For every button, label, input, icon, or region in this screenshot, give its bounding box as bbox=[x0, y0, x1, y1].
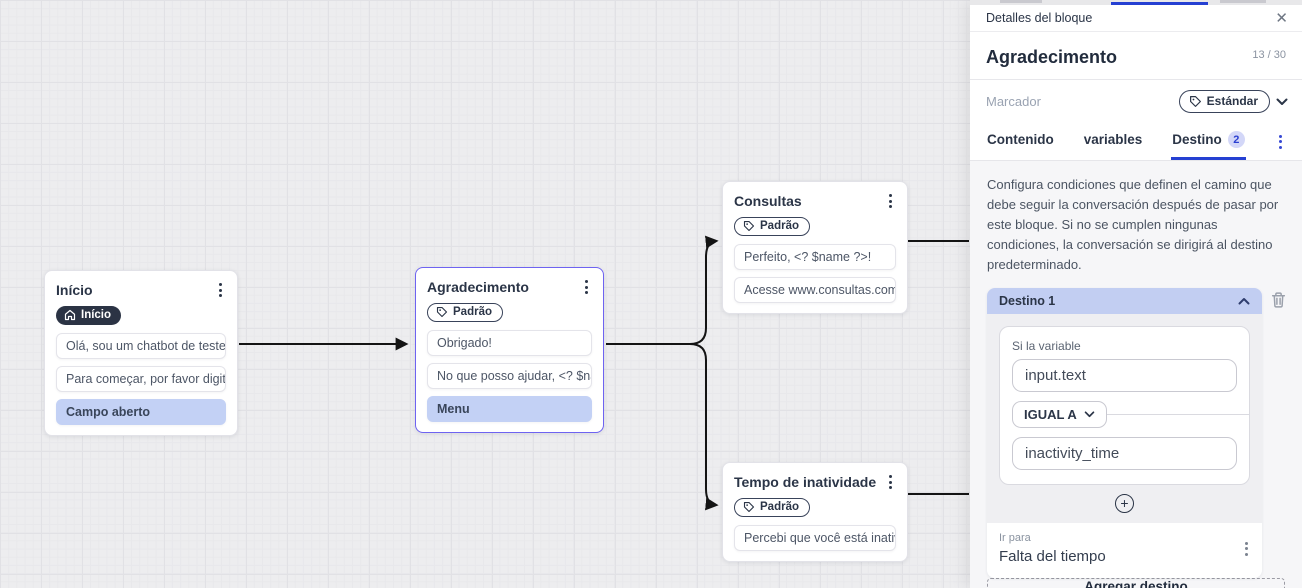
tabs-overflow-menu-icon[interactable] bbox=[1275, 133, 1286, 151]
badge-label: Padrão bbox=[453, 306, 492, 318]
goto-row[interactable]: Ir para Falta del tiempo bbox=[987, 523, 1262, 578]
destination-title: Destino 1 bbox=[999, 294, 1056, 308]
goto-label: Ir para bbox=[999, 532, 1031, 544]
node-menu-icon[interactable] bbox=[885, 473, 896, 491]
goto-menu-icon[interactable] bbox=[1241, 540, 1252, 558]
operator-value: IGUAL A bbox=[1024, 407, 1077, 422]
message-chip[interactable]: Olá, sou um chatbot de teste! bbox=[56, 333, 226, 359]
node-header: Agradecimento bbox=[427, 278, 592, 296]
message-chip[interactable]: Percebi que você está inativo. C... bbox=[734, 525, 896, 551]
delete-destination-icon[interactable] bbox=[1270, 291, 1287, 314]
tab-destino[interactable]: Destino 2 bbox=[1171, 123, 1246, 160]
edge-agradecimento-tempo bbox=[606, 343, 719, 511]
chevron-up-icon[interactable] bbox=[1238, 297, 1250, 305]
node-header: Início bbox=[56, 281, 226, 299]
node-tempo-inatividade[interactable]: Tempo de inatividade Padrão Percebi que … bbox=[722, 462, 908, 562]
operator-select[interactable]: IGUAL A bbox=[1012, 401, 1107, 428]
panel-header: Detalles del bloque ✕ bbox=[970, 5, 1302, 32]
chevron-down-icon bbox=[1084, 411, 1095, 418]
node-title: Agradecimento bbox=[427, 279, 529, 295]
node-menu-icon[interactable] bbox=[215, 281, 226, 299]
destination-card-body: Si la variable IGUAL A bbox=[987, 314, 1262, 523]
destination-card: Destino 1 Si la variable IGUAL A bbox=[987, 288, 1262, 578]
edge-agradecimento-consultas bbox=[606, 235, 719, 345]
chevron-down-icon[interactable] bbox=[1276, 98, 1288, 106]
node-title: Tempo de inatividade bbox=[734, 474, 877, 490]
operator-row: IGUAL A bbox=[1012, 401, 1249, 428]
node-menu-icon[interactable] bbox=[581, 278, 592, 296]
marcador-value: Estándar bbox=[1206, 94, 1258, 108]
tab-label: Destino bbox=[1172, 132, 1222, 147]
padrao-badge: Padrão bbox=[734, 498, 810, 517]
node-inicio[interactable]: Início Início Olá, sou um chatbot de tes… bbox=[44, 270, 238, 436]
home-icon bbox=[64, 309, 76, 321]
destination-description: Configura condiciones que definen el cam… bbox=[987, 177, 1279, 272]
message-chip[interactable]: Perfeito, <? $name ?>! bbox=[734, 244, 896, 270]
node-consultas[interactable]: Consultas Padrão Perfeito, <? $name ?>! … bbox=[722, 181, 908, 314]
tag-icon bbox=[743, 501, 755, 513]
close-icon[interactable]: ✕ bbox=[1275, 9, 1288, 27]
marcador-label: Marcador bbox=[986, 94, 1041, 109]
cropped-tabbar bbox=[970, 0, 1302, 5]
node-title: Início bbox=[56, 282, 93, 298]
add-destination-button[interactable]: Agregar destino bbox=[987, 578, 1285, 588]
badge-label: Início bbox=[81, 309, 112, 321]
cropped-active-tab-underline bbox=[1111, 2, 1208, 5]
action-chip[interactable]: Menu bbox=[427, 396, 592, 422]
badge-label: Padrão bbox=[760, 501, 799, 513]
message-chip[interactable]: Obrigado! bbox=[427, 330, 592, 356]
block-name: Agradecimento bbox=[986, 47, 1118, 67]
padrao-badge: Padrão bbox=[427, 303, 503, 322]
divider bbox=[1106, 414, 1249, 415]
condition-label: Si la variable bbox=[1012, 339, 1081, 353]
message-chip[interactable]: Acesse www.consultas.com par... bbox=[734, 277, 896, 303]
tab-variables[interactable]: variables bbox=[1083, 132, 1143, 147]
badge-label: Padrão bbox=[760, 220, 799, 232]
tag-icon bbox=[1189, 95, 1201, 107]
home-badge: Início bbox=[56, 306, 122, 325]
message-chip[interactable]: Para começar, por favor digite o ... bbox=[56, 366, 226, 392]
destination-count-badge: 2 bbox=[1227, 131, 1245, 148]
node-title: Consultas bbox=[734, 193, 802, 209]
node-header: Consultas bbox=[734, 192, 896, 210]
condition-card: Si la variable IGUAL A bbox=[999, 326, 1250, 485]
block-title-row: Agradecimento 13 / 30 bbox=[970, 32, 1302, 80]
node-menu-icon[interactable] bbox=[885, 192, 896, 210]
destino-tab-content: Configura condiciones que definen el cam… bbox=[970, 161, 1302, 588]
message-chip[interactable]: No que posso ajudar, <? $name ... bbox=[427, 363, 592, 389]
destination-section: Destino 1 Si la variable IGUAL A bbox=[987, 288, 1287, 578]
tag-icon bbox=[743, 220, 755, 232]
variable-input[interactable] bbox=[1012, 359, 1237, 392]
marcador-select[interactable]: Estándar bbox=[1178, 90, 1270, 113]
node-header: Tempo de inatividade bbox=[734, 473, 896, 491]
node-agradecimento[interactable]: Agradecimento Padrão Obrigado! No que po… bbox=[415, 267, 604, 433]
action-chip[interactable]: Campo aberto bbox=[56, 399, 226, 425]
panel-tabs: Contenido variables Destino 2 bbox=[970, 121, 1302, 161]
padrao-badge: Padrão bbox=[734, 217, 810, 236]
compare-value-input[interactable] bbox=[1012, 437, 1237, 470]
add-condition-row: + bbox=[999, 485, 1250, 523]
tag-icon bbox=[436, 306, 448, 318]
tab-contenido[interactable]: Contenido bbox=[987, 132, 1054, 147]
goto-value: Falta del tiempo bbox=[999, 548, 1106, 565]
char-counter: 13 / 30 bbox=[1252, 49, 1286, 61]
block-details-panel: Detalles del bloque ✕ Agradecimento 13 /… bbox=[970, 0, 1302, 588]
marcador-row: Marcador Estándar bbox=[970, 80, 1302, 121]
destination-card-header[interactable]: Destino 1 bbox=[987, 288, 1262, 314]
add-condition-icon[interactable]: + bbox=[1115, 494, 1134, 513]
panel-title: Detalles del bloque bbox=[986, 11, 1093, 25]
